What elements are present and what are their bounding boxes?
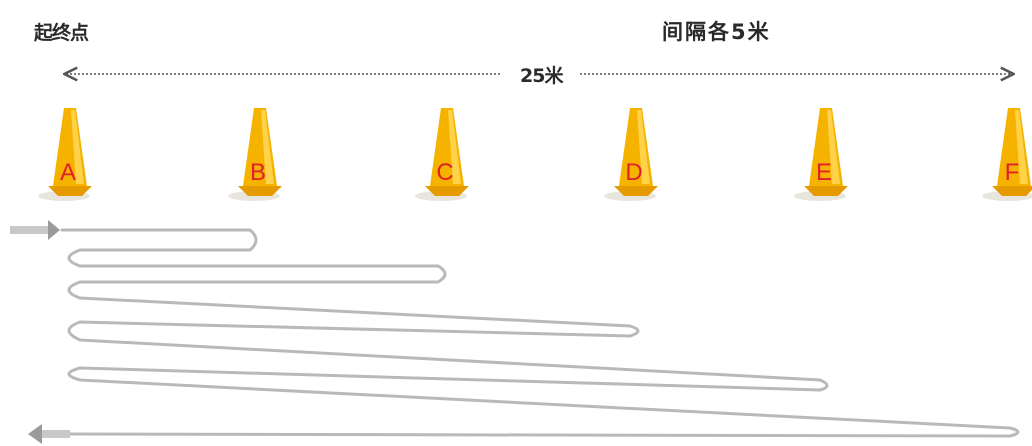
- cone-label: C: [436, 159, 453, 186]
- cone-label: F: [1005, 159, 1020, 186]
- cone-label: E: [816, 159, 832, 186]
- cone-a: A: [38, 108, 92, 201]
- cone-label: A: [60, 159, 76, 186]
- interval-label: 间隔各5米: [662, 20, 771, 44]
- finish-arrow-icon: [28, 424, 70, 444]
- cone-f: F: [982, 108, 1032, 201]
- cone-d: D: [604, 108, 658, 201]
- cones-group: A B C D E F: [38, 108, 1032, 201]
- cone-c: C: [415, 108, 469, 201]
- cone-label: B: [250, 159, 266, 186]
- start-arrow-icon: [10, 220, 60, 240]
- cone-b: B: [228, 108, 282, 201]
- start-finish-label: 起终点: [34, 22, 89, 44]
- cone-label: D: [625, 159, 642, 186]
- cone-e: E: [794, 108, 848, 201]
- running-path: [60, 228, 1020, 438]
- total-distance-label: 25米: [516, 61, 567, 88]
